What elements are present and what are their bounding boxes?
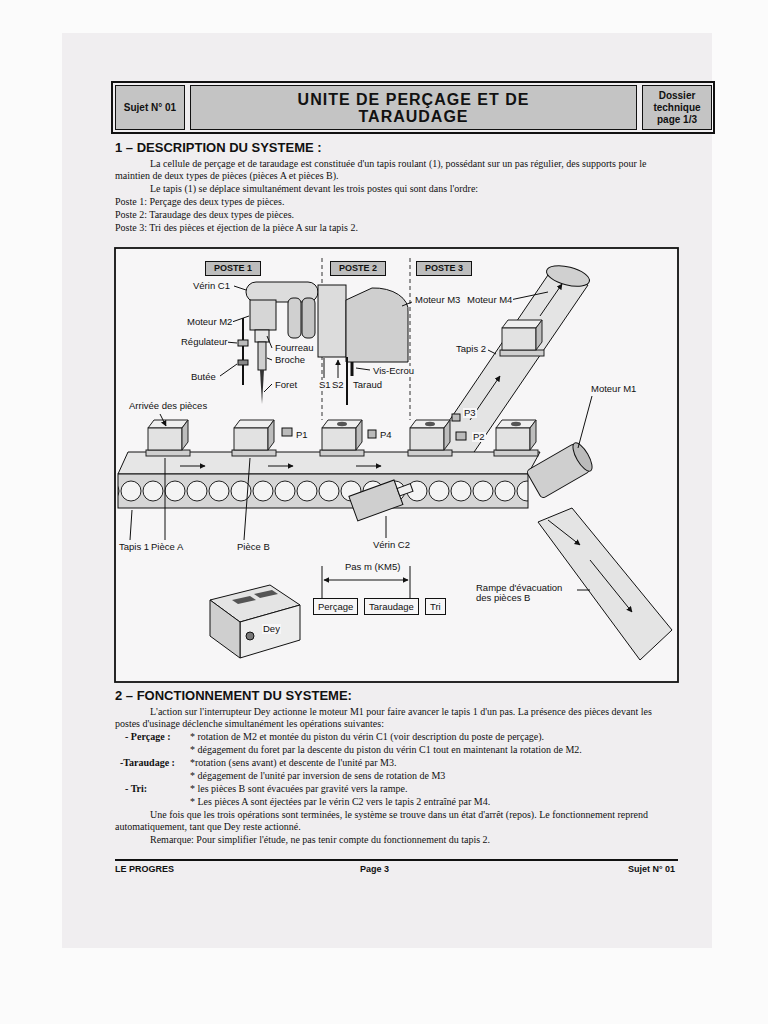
node-text: Perçage [318,601,353,612]
part-label: S2 [331,380,345,390]
node-text: POSTE 1 [214,263,252,274]
footer-text: Sujet N° 01 [628,864,675,875]
part-label: Moteur M4 [466,295,513,305]
part-label: P3 [463,408,477,418]
paragraph: Le tapis (1) se déplace simultanément de… [150,183,678,195]
part-label: Taraud [352,380,383,390]
list-item: Poste 3: Tri des pièces et éjection de l… [115,222,675,234]
node-text: Sujet N° 01 [124,102,176,114]
part-label: P4 [379,430,393,440]
operation-name: -Taraudage : [120,757,188,769]
part-label: Tapis 1 [118,542,150,552]
header-cell: Sujet N° 01 [115,85,185,130]
node-text: Tri [430,601,441,612]
footer-text: Page 3 [360,864,389,875]
operation-name: - Tri: [125,783,187,795]
part-label: P1 [295,430,309,440]
part-label: Vérin C1 [192,281,231,291]
part-label: Butée [190,372,217,382]
part-label: Moteur M3 [414,295,461,305]
part-label: Pièce B [236,542,271,552]
part-label: Foret [274,380,298,390]
list-item: * Les pièces A sont éjectées par le véri… [190,796,678,808]
node-text: Dossier technique page 1/3 [646,90,708,126]
part-label: Arrivée des pièces [128,401,208,411]
part-label: Rampe d'évacuation des pièces B [475,583,577,604]
node-text: POSTE 3 [425,263,463,274]
part-label: Broche [274,355,306,365]
paragraph: L'action sur l'interrupteur Dey actionne… [115,706,678,730]
part-label: P2 [472,432,486,442]
part-label: Dey [262,624,281,634]
paragraph: La cellule de perçage et de taraudage es… [115,158,678,182]
operation-name: - Perçage : [125,731,187,743]
title-text: UNITE DE PERÇAGE ET DE TARAUDAGE [264,91,564,125]
note: Remarque: Pour simplifier l'étude, ne pa… [150,834,678,846]
section-heading: 1 – DESCRIPTION DU SYSTEME : [115,140,675,155]
station-tag: POSTE 2 [330,261,386,276]
part-label: Vérin C2 [372,540,411,550]
part-label: Régulateur [180,337,228,347]
part-label: Fourreau [274,343,315,353]
part-label: Pièce A [150,542,184,552]
list-item: * dégagement du foret par la descente du… [190,744,678,756]
list-item: Poste 1: Perçage des deux types de pièce… [115,196,675,208]
list-item: Poste 2: Taraudage des deux types de piè… [115,209,675,221]
step-box: Tri [425,598,446,615]
part-label: Moteur M2 [186,317,233,327]
list-item: * rotation de M2 et montée du piston du … [190,731,678,743]
paragraph: Une fois que les trois opérations sont t… [115,809,678,833]
list-item: * dégagement de l'unité par inversion de… [190,770,678,782]
list-item: *rotation (sens avant) et descente de l'… [190,757,678,769]
part-label: S1 [318,380,332,390]
node-text: Taraudage [369,601,414,612]
part-label: Vis-Ecrou [372,366,415,376]
station-tag: POSTE 3 [416,261,472,276]
footer-text: LE PROGRES [115,864,174,875]
node-text: POSTE 2 [339,263,377,274]
part-label: Pas m (KM5) [344,562,401,572]
title-box: UNITE DE PERÇAGE ET DE TARAUDAGE [190,85,637,130]
step-box: Perçage [313,598,358,615]
step-box: Taraudage [364,598,419,615]
part-label: Tapis 2 [455,344,487,354]
list-item: * les pièces B sont évacuées par gravité… [190,783,678,795]
station-tag: POSTE 1 [205,261,261,276]
section-heading: 2 – FONCTIONNEMENT DU SYSTEME: [115,688,675,703]
header-cell: Dossier technique page 1/3 [642,85,712,130]
part-label: Moteur M1 [590,384,637,394]
